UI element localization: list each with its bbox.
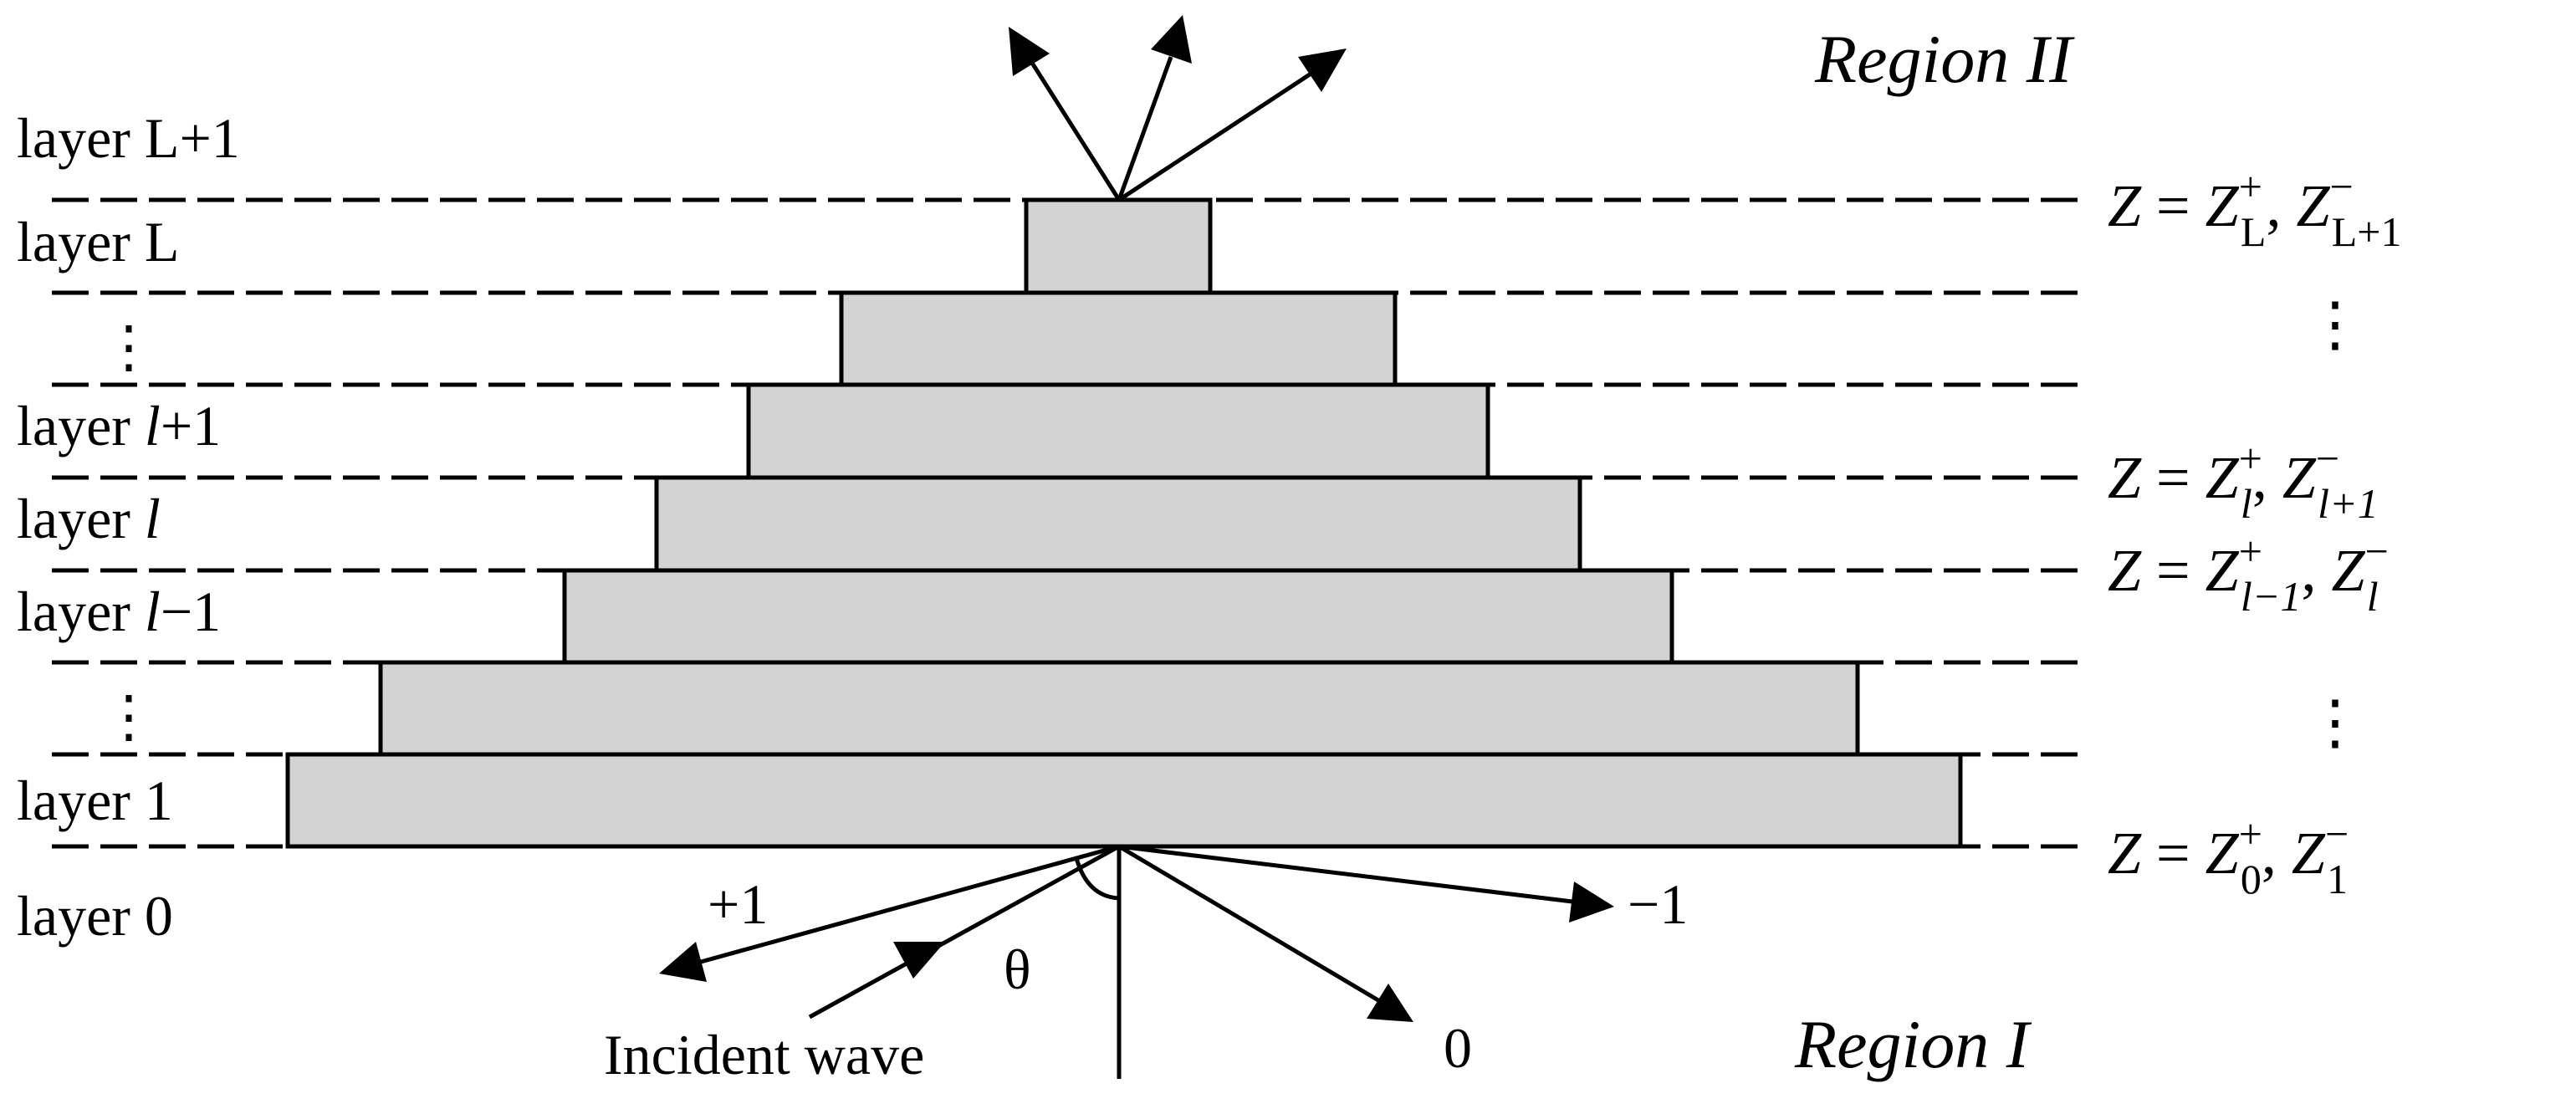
step-layer-L bbox=[1024, 197, 1213, 295]
theta-arc bbox=[1074, 857, 1120, 901]
layer-label-suffix: +1 bbox=[161, 394, 221, 457]
eq-sub: l bbox=[2241, 480, 2252, 527]
order-label-plus-one: +1 bbox=[708, 872, 768, 936]
layer-label-l-minus-1: layer l−1 bbox=[17, 580, 221, 643]
interface-eq-0: Z = Z+0, Z−1 bbox=[2108, 810, 2349, 902]
transmitted-rays bbox=[1009, 15, 1347, 202]
eq-z: Z bbox=[2108, 172, 2142, 239]
reflected-ray-zero bbox=[1117, 844, 1380, 1003]
transmitted-ray-middle bbox=[1117, 56, 1173, 201]
eq-sub: l−1 bbox=[2241, 573, 2302, 620]
interface-equations: Z = Z+L, Z−L+1 ⋮ Z = Z+l, Z−l+1 Z = Z+l−… bbox=[2108, 163, 2401, 902]
eq-z-plus: Z bbox=[2205, 537, 2240, 604]
eq-sub: 0 bbox=[2241, 856, 2262, 902]
eq-comma: , bbox=[2302, 537, 2332, 604]
eq-sub: L+1 bbox=[2332, 208, 2402, 255]
arrowhead-icon bbox=[1151, 15, 1192, 64]
transmitted-ray-right bbox=[1117, 72, 1311, 202]
arrowhead-icon bbox=[1367, 984, 1413, 1022]
incident-wave-label: Incident wave bbox=[604, 1023, 924, 1086]
interface-eq-L: Z = Z+L, Z−L+1 bbox=[2108, 163, 2401, 255]
eq-sup: + bbox=[2239, 528, 2262, 575]
step-layer-l bbox=[654, 475, 1582, 573]
arrowhead-icon bbox=[1569, 882, 1614, 923]
layer-labels: layer L+1 layer L ⋮ layer l+1 layer l la… bbox=[17, 106, 240, 948]
order-label-zero: 0 bbox=[1444, 1016, 1472, 1080]
layer-label-prefix: layer bbox=[17, 580, 145, 643]
eq-sup: + bbox=[2239, 435, 2262, 482]
eq-equals: = bbox=[2141, 537, 2205, 604]
eq-comma: , bbox=[2266, 172, 2296, 239]
ellipsis-bottom-left: ⋮ bbox=[100, 685, 157, 749]
ellipsis-top-left: ⋮ bbox=[100, 315, 157, 379]
eq-z-minus: Z bbox=[2282, 444, 2317, 511]
layer-label-L: layer L bbox=[17, 210, 179, 273]
eq-z: Z bbox=[2108, 444, 2142, 511]
eq-sup: − bbox=[2316, 435, 2339, 482]
eq-z-plus: Z bbox=[2205, 172, 2240, 239]
arrowhead-icon bbox=[659, 942, 707, 982]
eq-sup: + bbox=[2239, 810, 2262, 857]
eq-sub: 1 bbox=[2327, 856, 2348, 902]
eq-z-plus: Z bbox=[2205, 444, 2240, 511]
eq-sub: l+1 bbox=[2318, 480, 2379, 527]
layer-label-l-plus-1: layer l+1 bbox=[17, 394, 221, 457]
ellipsis-bottom-right: ⋮ bbox=[2305, 689, 2365, 756]
layer-label-1: layer 1 bbox=[17, 769, 173, 832]
eq-comma: , bbox=[2252, 444, 2282, 511]
region-i-label: Region I bbox=[1794, 1006, 2032, 1082]
eq-equals: = bbox=[2141, 444, 2205, 511]
layer-label-0: layer 0 bbox=[17, 884, 173, 948]
eq-z-minus: Z bbox=[2332, 537, 2366, 604]
interface-eq-l: Z = Z+l, Z−l+1 bbox=[2108, 435, 2379, 527]
theta-label: θ bbox=[1004, 938, 1031, 1001]
arrowhead-icon bbox=[893, 942, 945, 979]
step-layer-2 bbox=[378, 660, 1860, 757]
ellipsis-top-right: ⋮ bbox=[2305, 291, 2365, 358]
eq-z: Z bbox=[2108, 537, 2142, 604]
step-layer-1 bbox=[285, 752, 1963, 849]
eq-z-minus: Z bbox=[2292, 820, 2326, 887]
staircase-grating bbox=[285, 197, 1963, 849]
interface-eq-l-minus-1: Z = Z+l−1, Z−l bbox=[2108, 528, 2389, 620]
eq-sup: − bbox=[2365, 528, 2389, 575]
layer-label-var: l bbox=[145, 394, 161, 457]
reflected-rays bbox=[659, 844, 1614, 1079]
eq-sub: l bbox=[2367, 573, 2379, 620]
layer-label-prefix: layer bbox=[17, 487, 145, 550]
step-layer-L-minus-1 bbox=[839, 290, 1398, 387]
eq-sup: + bbox=[2239, 163, 2262, 210]
eq-z: Z bbox=[2108, 820, 2142, 887]
eq-equals: = bbox=[2141, 172, 2205, 239]
eq-z-plus: Z bbox=[2205, 820, 2240, 887]
incident-ray bbox=[808, 844, 1121, 1020]
eq-z-minus: Z bbox=[2296, 172, 2330, 239]
transmitted-ray-left bbox=[1028, 59, 1122, 202]
layer-label-prefix: layer bbox=[17, 394, 145, 457]
reflected-ray-plus-one bbox=[700, 844, 1120, 964]
step-layer-l-plus-1 bbox=[746, 382, 1490, 480]
reflected-ray-minus-one bbox=[1118, 844, 1573, 904]
layer-label-suffix: −1 bbox=[161, 580, 221, 643]
layer-label-var: l bbox=[145, 580, 161, 643]
eq-sup: − bbox=[2325, 810, 2349, 857]
step-layer-l-minus-1 bbox=[562, 568, 1674, 665]
eq-sub: L bbox=[2241, 208, 2267, 255]
eq-sup: − bbox=[2330, 163, 2354, 210]
eq-comma: , bbox=[2262, 820, 2292, 887]
layer-label-L-plus-1: layer L+1 bbox=[17, 106, 240, 170]
layer-label-var: l bbox=[145, 487, 161, 550]
eq-equals: = bbox=[2141, 820, 2205, 887]
order-label-minus-one: −1 bbox=[1628, 872, 1688, 936]
layer-label-l: layer l bbox=[17, 487, 161, 550]
arrowhead-icon bbox=[1298, 49, 1347, 92]
region-ii-label: Region II bbox=[1814, 21, 2075, 97]
arrowhead-icon bbox=[1009, 27, 1050, 76]
